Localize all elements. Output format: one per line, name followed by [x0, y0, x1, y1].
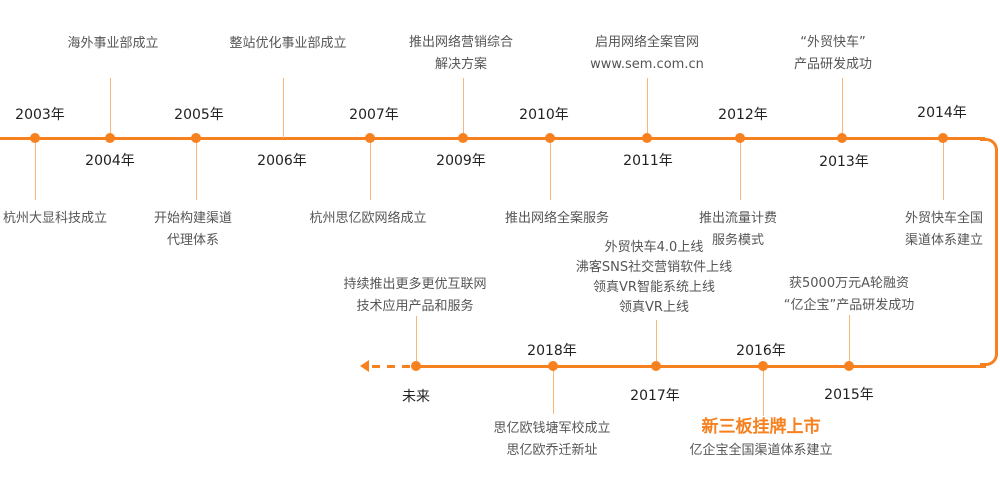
- event-label: 外贸快车4.0上线沸客SNS社交营销软件上线领真VR智能系统上线领真VR上线: [576, 238, 732, 318]
- year-label: 2007年: [349, 107, 399, 123]
- event-line: www.sem.com.cn: [590, 57, 704, 72]
- event-line: 领真VR上线: [619, 300, 689, 315]
- future-dash: [387, 365, 395, 368]
- event-line: 获5000万元A轮融资: [789, 276, 909, 291]
- event-line: “亿企宝”产品研发成功: [783, 298, 915, 313]
- event-label: 外贸快车全国渠道体系建立: [905, 208, 983, 252]
- event-line: 技术应用产品和服务: [356, 299, 474, 314]
- milestone-dot: [365, 133, 375, 143]
- event-line: 外贸快车4.0上线: [604, 240, 704, 255]
- event-line: 领真VR智能系统上线: [593, 280, 715, 295]
- milestone-dot: [548, 361, 558, 371]
- event-label: 启用网络全案官网 www.sem.com.cn: [590, 32, 704, 76]
- event-line: 解决方案: [434, 57, 488, 72]
- timeline-corner-curve: [980, 138, 998, 366]
- year-label: 2017年: [630, 388, 680, 404]
- year-label: 2004年: [85, 153, 135, 169]
- timeline-top-line: [0, 137, 985, 140]
- stem: [740, 138, 741, 200]
- milestone-dot: [651, 361, 661, 371]
- timeline-bottom-line: [416, 365, 986, 368]
- year-label: 2013年: [819, 154, 869, 170]
- event-label: 杭州大显科技成立: [3, 208, 107, 230]
- milestone-dot: [545, 133, 555, 143]
- milestone-dot: [458, 133, 468, 143]
- stem: [370, 138, 371, 200]
- milestone-dot: [758, 361, 768, 371]
- event-label: 整站优化事业部成立: [229, 33, 346, 55]
- event-line: 杭州大显科技成立: [2, 211, 108, 226]
- event-label: “外贸快车” 产品研发成功: [794, 32, 872, 76]
- event-label: 推出流量计费服务模式: [699, 208, 777, 252]
- event-line: 杭州思亿欧网络成立: [309, 211, 427, 226]
- stem: [35, 138, 36, 200]
- year-label: 2018年: [527, 343, 577, 359]
- stem: [656, 320, 657, 366]
- event-line: 整站优化事业部成立: [229, 36, 347, 51]
- year-label: 2015年: [824, 387, 874, 403]
- milestone-dot: [191, 133, 201, 143]
- event-label: 获5000万元A轮融资 “亿企宝”产品研发成功: [784, 273, 914, 317]
- year-label: 2006年: [257, 153, 307, 169]
- event-line: “外贸快车”: [800, 35, 866, 50]
- year-label: 2009年: [436, 153, 486, 169]
- milestone-dot: [411, 361, 421, 371]
- event-label: 推出网络营销综合解决方案: [409, 32, 513, 76]
- event-line: 思亿欧乔迁新址: [506, 443, 598, 458]
- stem: [842, 78, 843, 138]
- stem: [943, 138, 944, 200]
- event-label: 开始构建渠道代理体系: [154, 208, 232, 252]
- milestone-dot: [837, 133, 847, 143]
- event-label: 推出网络全案服务: [505, 208, 609, 230]
- event-line: 开始构建渠道: [153, 211, 233, 226]
- event-line: 启用网络全案官网: [594, 35, 699, 50]
- event-line: 持续推出更多更优互联网: [343, 277, 487, 292]
- year-label: 2010年: [519, 107, 569, 123]
- year-label: 2003年: [15, 107, 65, 123]
- milestone-dot: [938, 133, 948, 143]
- event-line: 代理体系: [166, 233, 220, 248]
- milestone-dot: [642, 133, 652, 143]
- year-label: 2012年: [718, 107, 768, 123]
- arrow-left-icon: [360, 360, 369, 372]
- event-line: 渠道体系建立: [904, 233, 984, 248]
- event-label: 持续推出更多更优互联网技术应用产品和服务: [343, 274, 486, 318]
- stem: [110, 78, 111, 138]
- event-line: 产品研发成功: [793, 57, 873, 72]
- future-dash: [402, 365, 410, 368]
- event-line: 沸客SNS社交营销软件上线: [575, 260, 733, 275]
- event-line: 外贸快车全国: [904, 211, 984, 226]
- event-line: 推出网络全案服务: [504, 211, 610, 226]
- stem: [553, 366, 554, 414]
- stem: [283, 78, 284, 138]
- event-line: 亿企宝全国渠道体系建立: [689, 443, 833, 458]
- event-line: 推出流量计费: [698, 211, 778, 226]
- event-label: 海外事业部成立: [67, 33, 158, 55]
- event-label: 杭州思亿欧网络成立: [309, 208, 426, 230]
- stem: [849, 315, 850, 365]
- stem: [416, 316, 417, 366]
- stem: [550, 138, 551, 200]
- stem: [763, 366, 764, 416]
- year-label: 2005年: [174, 107, 224, 123]
- milestone-dot: [735, 133, 745, 143]
- event-line: 思亿欧钱塘军校成立: [493, 421, 611, 436]
- year-label: 未来: [402, 389, 430, 405]
- future-dash: [372, 365, 380, 368]
- year-label: 2014年: [917, 105, 967, 121]
- milestone-dot: [105, 133, 115, 143]
- milestone-dot: [844, 361, 854, 371]
- year-label: 2011年: [623, 153, 673, 169]
- stem: [647, 78, 648, 138]
- year-label: 2016年: [736, 343, 786, 359]
- milestone-dot: [30, 133, 40, 143]
- event-line: 服务模式: [711, 233, 765, 248]
- stem: [196, 138, 197, 200]
- event-line: 推出网络营销综合: [408, 35, 514, 50]
- listing-highlight: 新三板挂牌上市: [701, 417, 821, 437]
- event-label: 新三板挂牌上市亿企宝全国渠道体系建立: [689, 414, 832, 462]
- event-line: 海外事业部成立: [67, 36, 159, 51]
- event-label: 思亿欧钱塘军校成立思亿欧乔迁新址: [493, 418, 610, 462]
- stem: [463, 78, 464, 138]
